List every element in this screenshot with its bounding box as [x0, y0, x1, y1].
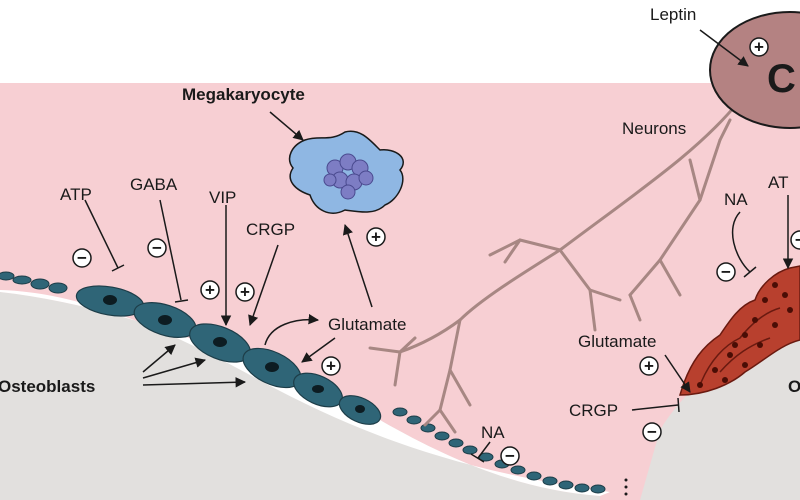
svg-text:+: + — [326, 357, 336, 376]
label-crgp-right: CRGP — [569, 401, 618, 420]
signal-arrows — [84, 29, 794, 463]
badge-crgp-right-minus: − — [642, 422, 662, 442]
svg-text:+: + — [644, 357, 654, 376]
label-na-bottom: NA — [481, 423, 505, 442]
label-glutamate-right: Glutamate — [578, 332, 656, 351]
label-vip: VIP — [209, 188, 236, 207]
badge-atp-minus: − — [72, 248, 92, 268]
badge-na-bottom-minus: − — [500, 446, 520, 466]
label-gaba: GABA — [130, 175, 178, 194]
svg-text:+: + — [371, 228, 381, 247]
badge-leptin-plus: + — [749, 37, 769, 57]
svg-text:−: − — [77, 249, 87, 268]
label-atp: ATP — [60, 185, 92, 204]
bone-region-right — [640, 330, 800, 500]
label-crgp: CRGP — [246, 220, 295, 239]
label-right-edge: O — [788, 377, 800, 396]
badge-glutamate-plus: + — [321, 356, 341, 376]
badge-megakaryocyte-plus: + — [366, 227, 386, 247]
svg-text:−: − — [152, 239, 162, 258]
label-leptin: Leptin — [650, 5, 696, 24]
badge-na-right-minus: − — [716, 262, 736, 282]
badge-atp-right-minus: − — [790, 230, 800, 250]
label-neurons: Neurons — [622, 119, 686, 138]
neuron-cell-body — [709, 11, 800, 129]
svg-text:−: − — [505, 447, 515, 466]
dotted-marker — [624, 478, 628, 496]
label-megakaryocyte: Megakaryocyte — [182, 85, 305, 104]
label-atp-right: AT — [768, 173, 788, 192]
svg-text:+: + — [205, 281, 215, 300]
osteoclast-cells — [679, 265, 800, 396]
svg-text:+: + — [240, 283, 250, 302]
svg-text:−: − — [721, 263, 731, 282]
label-na-right: NA — [724, 190, 748, 209]
label-osteoblasts: Osteoblasts — [0, 377, 95, 396]
svg-text:−: − — [647, 423, 657, 442]
neuron-fibers — [368, 98, 742, 434]
osteoblast-cells — [75, 285, 382, 425]
cell-body-letter: C — [767, 57, 796, 101]
badge-glutamate-right-plus: + — [639, 356, 659, 376]
svg-text:−: − — [795, 231, 800, 250]
svg-text:+: + — [754, 38, 764, 57]
badge-vip-plus: + — [200, 280, 220, 300]
megakaryocyte-cell — [288, 130, 404, 214]
badge-crgp-plus: + — [235, 282, 255, 302]
badge-gaba-minus: − — [147, 238, 167, 258]
label-glutamate: Glutamate — [328, 315, 406, 334]
